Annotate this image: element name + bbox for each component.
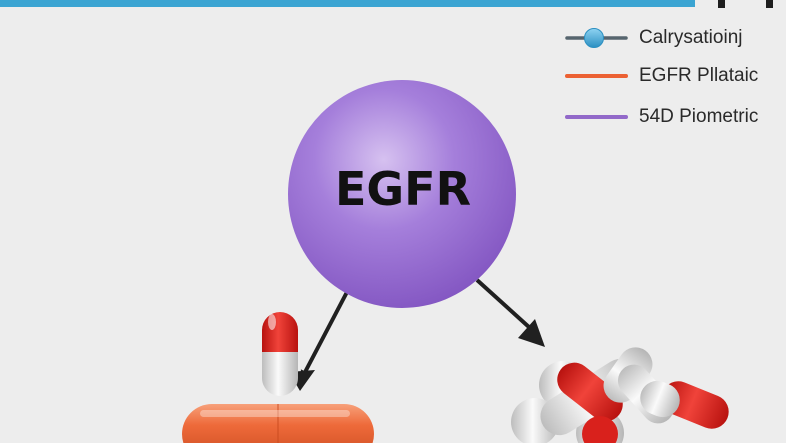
arrow-to-molecule [475,278,532,330]
pill-horizontal [182,404,374,443]
arrow-head-right [518,319,545,347]
egfr-node [288,80,516,308]
corner-glyph [718,0,773,8]
egfr-node-label: EGFR [334,162,472,216]
legend-swatch-1 [565,28,628,48]
legend-label-3: 54D Piometric [639,106,759,127]
legend-label-2: EGFR Pllataic [639,65,759,86]
top-bar [0,0,695,7]
arrow-to-capsule [300,291,349,381]
capsule-vertical [262,312,298,396]
legend-label-1: Calrysatioinj [639,27,743,48]
molecule-cluster [511,347,729,443]
